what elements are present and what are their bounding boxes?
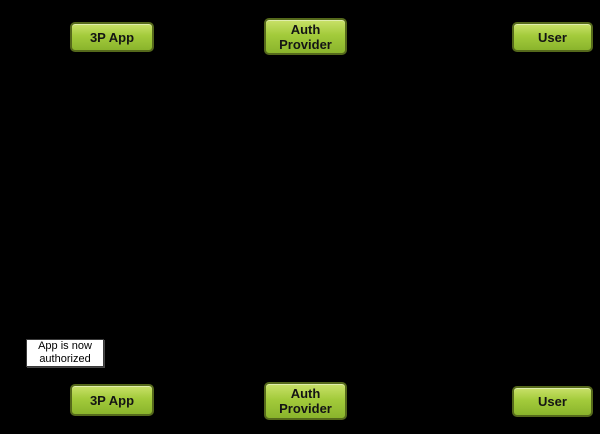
actor-label-user-top: User bbox=[538, 29, 567, 45]
actor-box-user-top: User bbox=[512, 22, 593, 52]
note-line-2: authorized bbox=[39, 353, 91, 365]
actor-box-3p-app-bottom: 3P App bbox=[70, 384, 154, 416]
note-line-1: App is now bbox=[38, 340, 92, 352]
actor-label-3p-app-top: 3P App bbox=[89, 29, 135, 45]
actor-label-user-bottom: User bbox=[538, 394, 567, 409]
actor-box-3p-app-top: 3P App bbox=[70, 22, 154, 52]
actor-label-3p-app-bottom: 3P App bbox=[89, 392, 135, 408]
note-app-authorized: App is now authorized bbox=[26, 339, 104, 367]
actor-box-auth-provider-bottom: Auth Provider bbox=[264, 382, 347, 420]
actor-box-auth-provider-top: Auth Provider bbox=[264, 18, 347, 55]
actor-label-auth-provider-top: Auth Provider bbox=[279, 21, 332, 52]
actor-box-user-bottom: User bbox=[512, 386, 593, 417]
actor-label-auth-provider-bottom: Auth Provider bbox=[279, 386, 332, 416]
